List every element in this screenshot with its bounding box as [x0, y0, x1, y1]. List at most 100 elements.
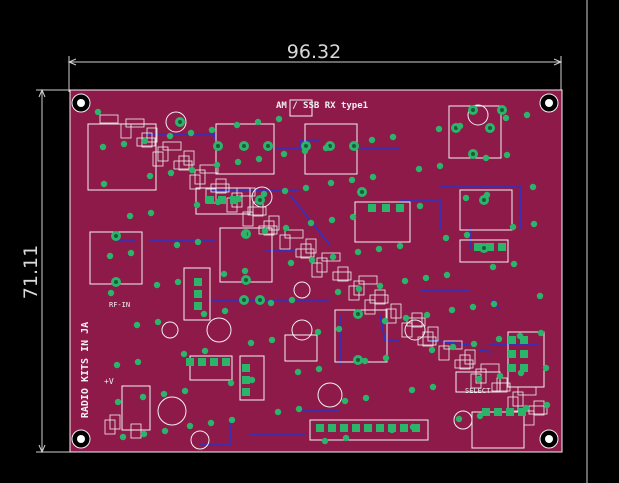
pad-small	[449, 343, 457, 351]
passive-outline	[215, 178, 227, 194]
pad-small	[429, 383, 437, 391]
passive-outline	[517, 386, 537, 396]
pad-small	[349, 213, 357, 221]
pad-hole	[471, 152, 475, 156]
pad-small	[482, 154, 490, 162]
pad-small	[510, 260, 518, 268]
pad-small	[267, 299, 275, 307]
pad-small	[462, 194, 470, 202]
pad-small	[287, 259, 295, 267]
passive-outline	[268, 215, 280, 231]
pad-small	[496, 372, 504, 380]
pad-small	[401, 277, 409, 285]
pad-small	[194, 238, 202, 246]
component-outline	[309, 419, 429, 441]
pad-small	[396, 242, 404, 250]
square-pad	[520, 336, 528, 344]
pad-small	[348, 176, 356, 184]
pad-small	[114, 398, 122, 406]
pad-small	[435, 125, 443, 133]
square-pad	[412, 424, 420, 432]
pad-small	[530, 220, 538, 228]
pad-small	[341, 397, 349, 405]
pad-small	[416, 202, 424, 210]
pad-hole	[352, 144, 356, 148]
pad-small	[470, 340, 478, 348]
passive-outline	[528, 405, 548, 415]
square-pad	[508, 364, 516, 372]
square-pad	[242, 388, 250, 396]
pad-small	[509, 223, 517, 231]
component-outline	[195, 187, 251, 215]
pad-small	[113, 361, 121, 369]
passive-outline	[480, 363, 500, 373]
component-outline	[459, 239, 509, 263]
capacitor-outline	[317, 382, 343, 408]
pad-hole	[356, 358, 360, 362]
capacitor-outline	[291, 319, 313, 341]
square-pad	[194, 302, 202, 310]
pad-small	[536, 292, 544, 300]
pad-small	[334, 288, 342, 296]
pad-small	[221, 307, 229, 315]
pad-small	[543, 401, 551, 409]
square-pad	[222, 358, 230, 366]
width-dimension-label: 96.32	[287, 41, 341, 63]
square-pad	[242, 364, 250, 372]
pad-small	[476, 412, 484, 420]
component-outline	[459, 189, 513, 231]
pad-small	[261, 227, 269, 235]
pad-small	[335, 325, 343, 333]
pad-small	[220, 270, 228, 278]
pad-small	[301, 147, 309, 155]
pad-small	[308, 256, 316, 264]
square-pad	[396, 204, 404, 212]
pad-small	[369, 173, 377, 181]
square-pad	[316, 424, 324, 432]
pad-small	[489, 263, 497, 271]
pad-small	[233, 121, 241, 129]
pad-small	[147, 209, 155, 217]
pad-small	[495, 335, 503, 343]
pad-small	[120, 140, 128, 148]
pad-small	[186, 422, 194, 430]
pad-hole	[178, 120, 182, 124]
square-pad	[328, 424, 336, 432]
pad-hole	[482, 246, 486, 250]
rf-in-label: RF-IN	[109, 301, 130, 309]
pad-small	[368, 136, 376, 144]
pad-small	[328, 216, 336, 224]
passive-outline	[374, 289, 386, 305]
pad-small	[213, 161, 221, 169]
pad-small	[314, 328, 322, 336]
passive-outline	[247, 206, 267, 216]
pad-small	[376, 282, 384, 290]
capacitor-outline	[165, 111, 187, 133]
component-outline	[284, 334, 318, 362]
pad-small	[127, 249, 135, 257]
trace	[379, 314, 400, 341]
pad-small	[295, 405, 303, 413]
component-outline	[189, 355, 233, 381]
pad-small	[307, 219, 315, 227]
pad-small	[542, 364, 550, 372]
pad-small	[329, 253, 337, 261]
pad-hole	[216, 144, 220, 148]
pad-hole	[242, 144, 246, 148]
height-dimension-label: 71.11	[20, 245, 42, 299]
trace	[400, 199, 441, 230]
passive-outline	[332, 271, 352, 281]
pad-small	[228, 416, 236, 424]
square-pad	[508, 336, 516, 344]
pad-small	[160, 390, 168, 398]
passive-outline	[109, 414, 121, 430]
pad-small	[483, 191, 491, 199]
pad-small	[119, 433, 127, 441]
pad-hole	[114, 280, 118, 284]
component-outline	[455, 371, 501, 393]
pad-hole	[258, 298, 262, 302]
pad-small	[294, 368, 302, 376]
pad-small	[490, 300, 498, 308]
pad-small	[234, 158, 242, 166]
square-pad	[352, 424, 360, 432]
